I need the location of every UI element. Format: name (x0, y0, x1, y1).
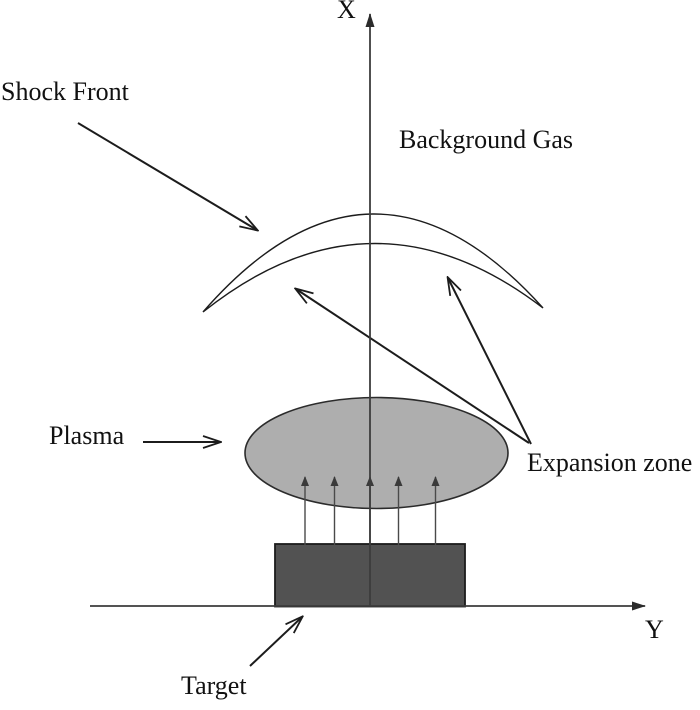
y-axis-label: Y (645, 615, 664, 644)
expansion-zone-arrow-left (296, 289, 530, 444)
x-axis-label: X (337, 0, 356, 24)
target-label: Target (181, 671, 247, 700)
expansion-zone-arrow-right (448, 278, 532, 445)
shock-front-arrow (77, 122, 257, 230)
shock-front-crescent (202, 213, 544, 313)
annotation-arrows (77, 122, 532, 667)
plasma-ellipse (244, 396, 509, 510)
shock-front-label: Shock Front (1, 77, 129, 106)
target-arrow (249, 617, 302, 667)
background-gas-label: Background Gas (399, 125, 574, 154)
plasma-label: Plasma (49, 421, 125, 450)
expansion-zone-label: Expansion zone (527, 448, 693, 477)
axes (90, 13, 646, 611)
